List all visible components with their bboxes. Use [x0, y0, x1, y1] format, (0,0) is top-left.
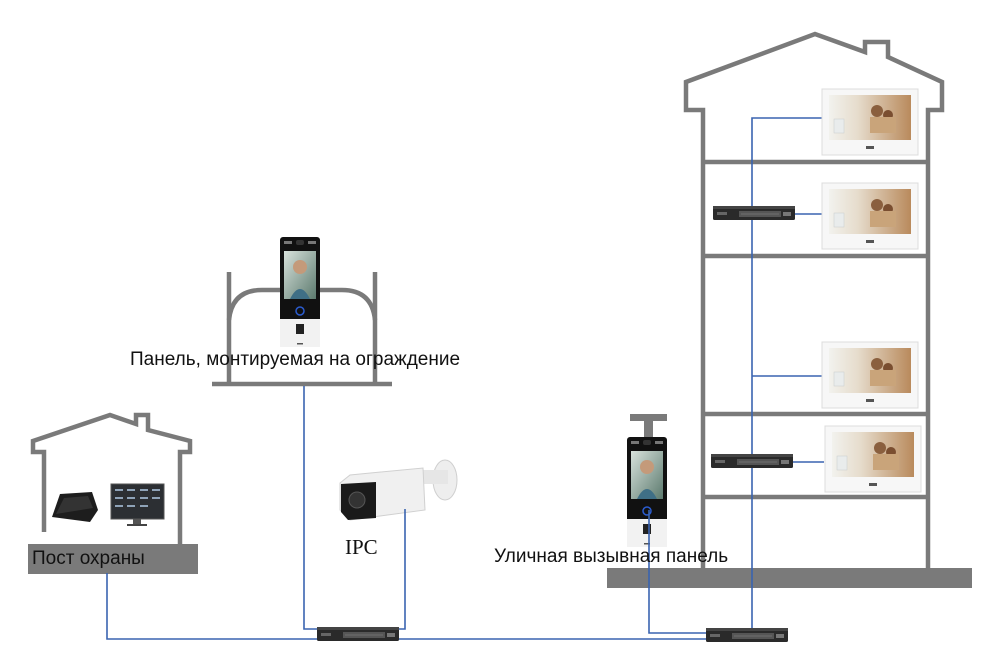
network-switch-building — [705, 627, 789, 643]
residential-building — [607, 31, 972, 588]
ipc-camera-icon — [339, 459, 458, 521]
indoor-monitor-3 — [821, 341, 919, 409]
ipc-label: IPC — [345, 535, 378, 559]
fence-panel-label: Панель, монтируемая на ограждение — [130, 349, 461, 370]
guard-post-building — [28, 412, 198, 574]
management-pc-icon — [110, 483, 165, 526]
floor-switch-lower — [710, 453, 794, 469]
indoor-monitor-1 — [821, 88, 919, 156]
outdoor-call-panel-device — [626, 436, 668, 548]
floor-switch-upper — [712, 205, 796, 221]
outdoor-panel-label: Уличная вызывная панель — [494, 546, 729, 567]
indoor-monitor-4 — [824, 425, 922, 493]
outdoor-panel-pole — [630, 414, 667, 438]
network-switch-main — [316, 626, 400, 642]
fence-mounted-panel-device — [279, 236, 321, 348]
guard-post-label: Пост охраны — [32, 548, 145, 569]
indoor-monitor-2 — [821, 182, 919, 250]
guard-post-floor — [28, 544, 198, 574]
desk-station-icon — [52, 492, 98, 522]
building-ground — [607, 568, 972, 588]
